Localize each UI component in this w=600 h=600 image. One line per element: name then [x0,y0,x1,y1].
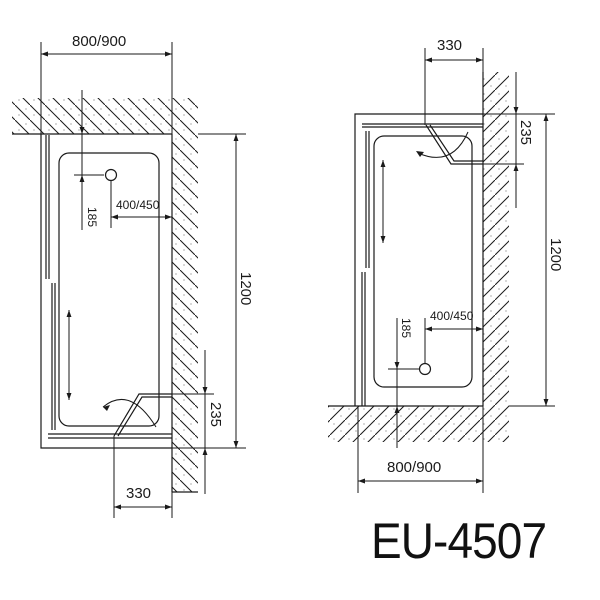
bottom-wall [328,405,509,442]
seat-depth-label: 235 [207,402,224,427]
depth-label: 1200 [547,238,564,271]
right-view: 185 400/450 800/900 330 235 1200 [328,37,564,493]
model-number: EU-4507 [371,513,547,569]
drain-from-wall-label: 185 [85,207,99,227]
seat-width-label: 330 [437,37,462,54]
depth-label: 1200 [237,272,254,305]
tub-outline [354,113,483,406]
drain-offset-label: 400/450 [430,309,474,323]
tub-outline [40,134,172,449]
top-wall [12,98,198,135]
drain-icon [104,168,118,182]
left-view: 185 400/450 800/900 1200 235 330 [12,33,254,518]
width-label: 800/900 [387,459,441,476]
tub-basin [58,152,160,427]
width-label: 800/900 [72,33,126,50]
right-wall [482,72,509,406]
seat-depth-label: 235 [517,120,534,145]
right-wall [171,134,198,493]
tub-basin [373,135,473,388]
drain-icon [418,362,432,376]
corner-seat [102,393,172,437]
seat-width-label: 330 [126,485,151,502]
drain-from-wall-label: 185 [399,318,413,338]
corner-seat [416,124,483,165]
drain-offset-label: 400/450 [116,198,160,212]
